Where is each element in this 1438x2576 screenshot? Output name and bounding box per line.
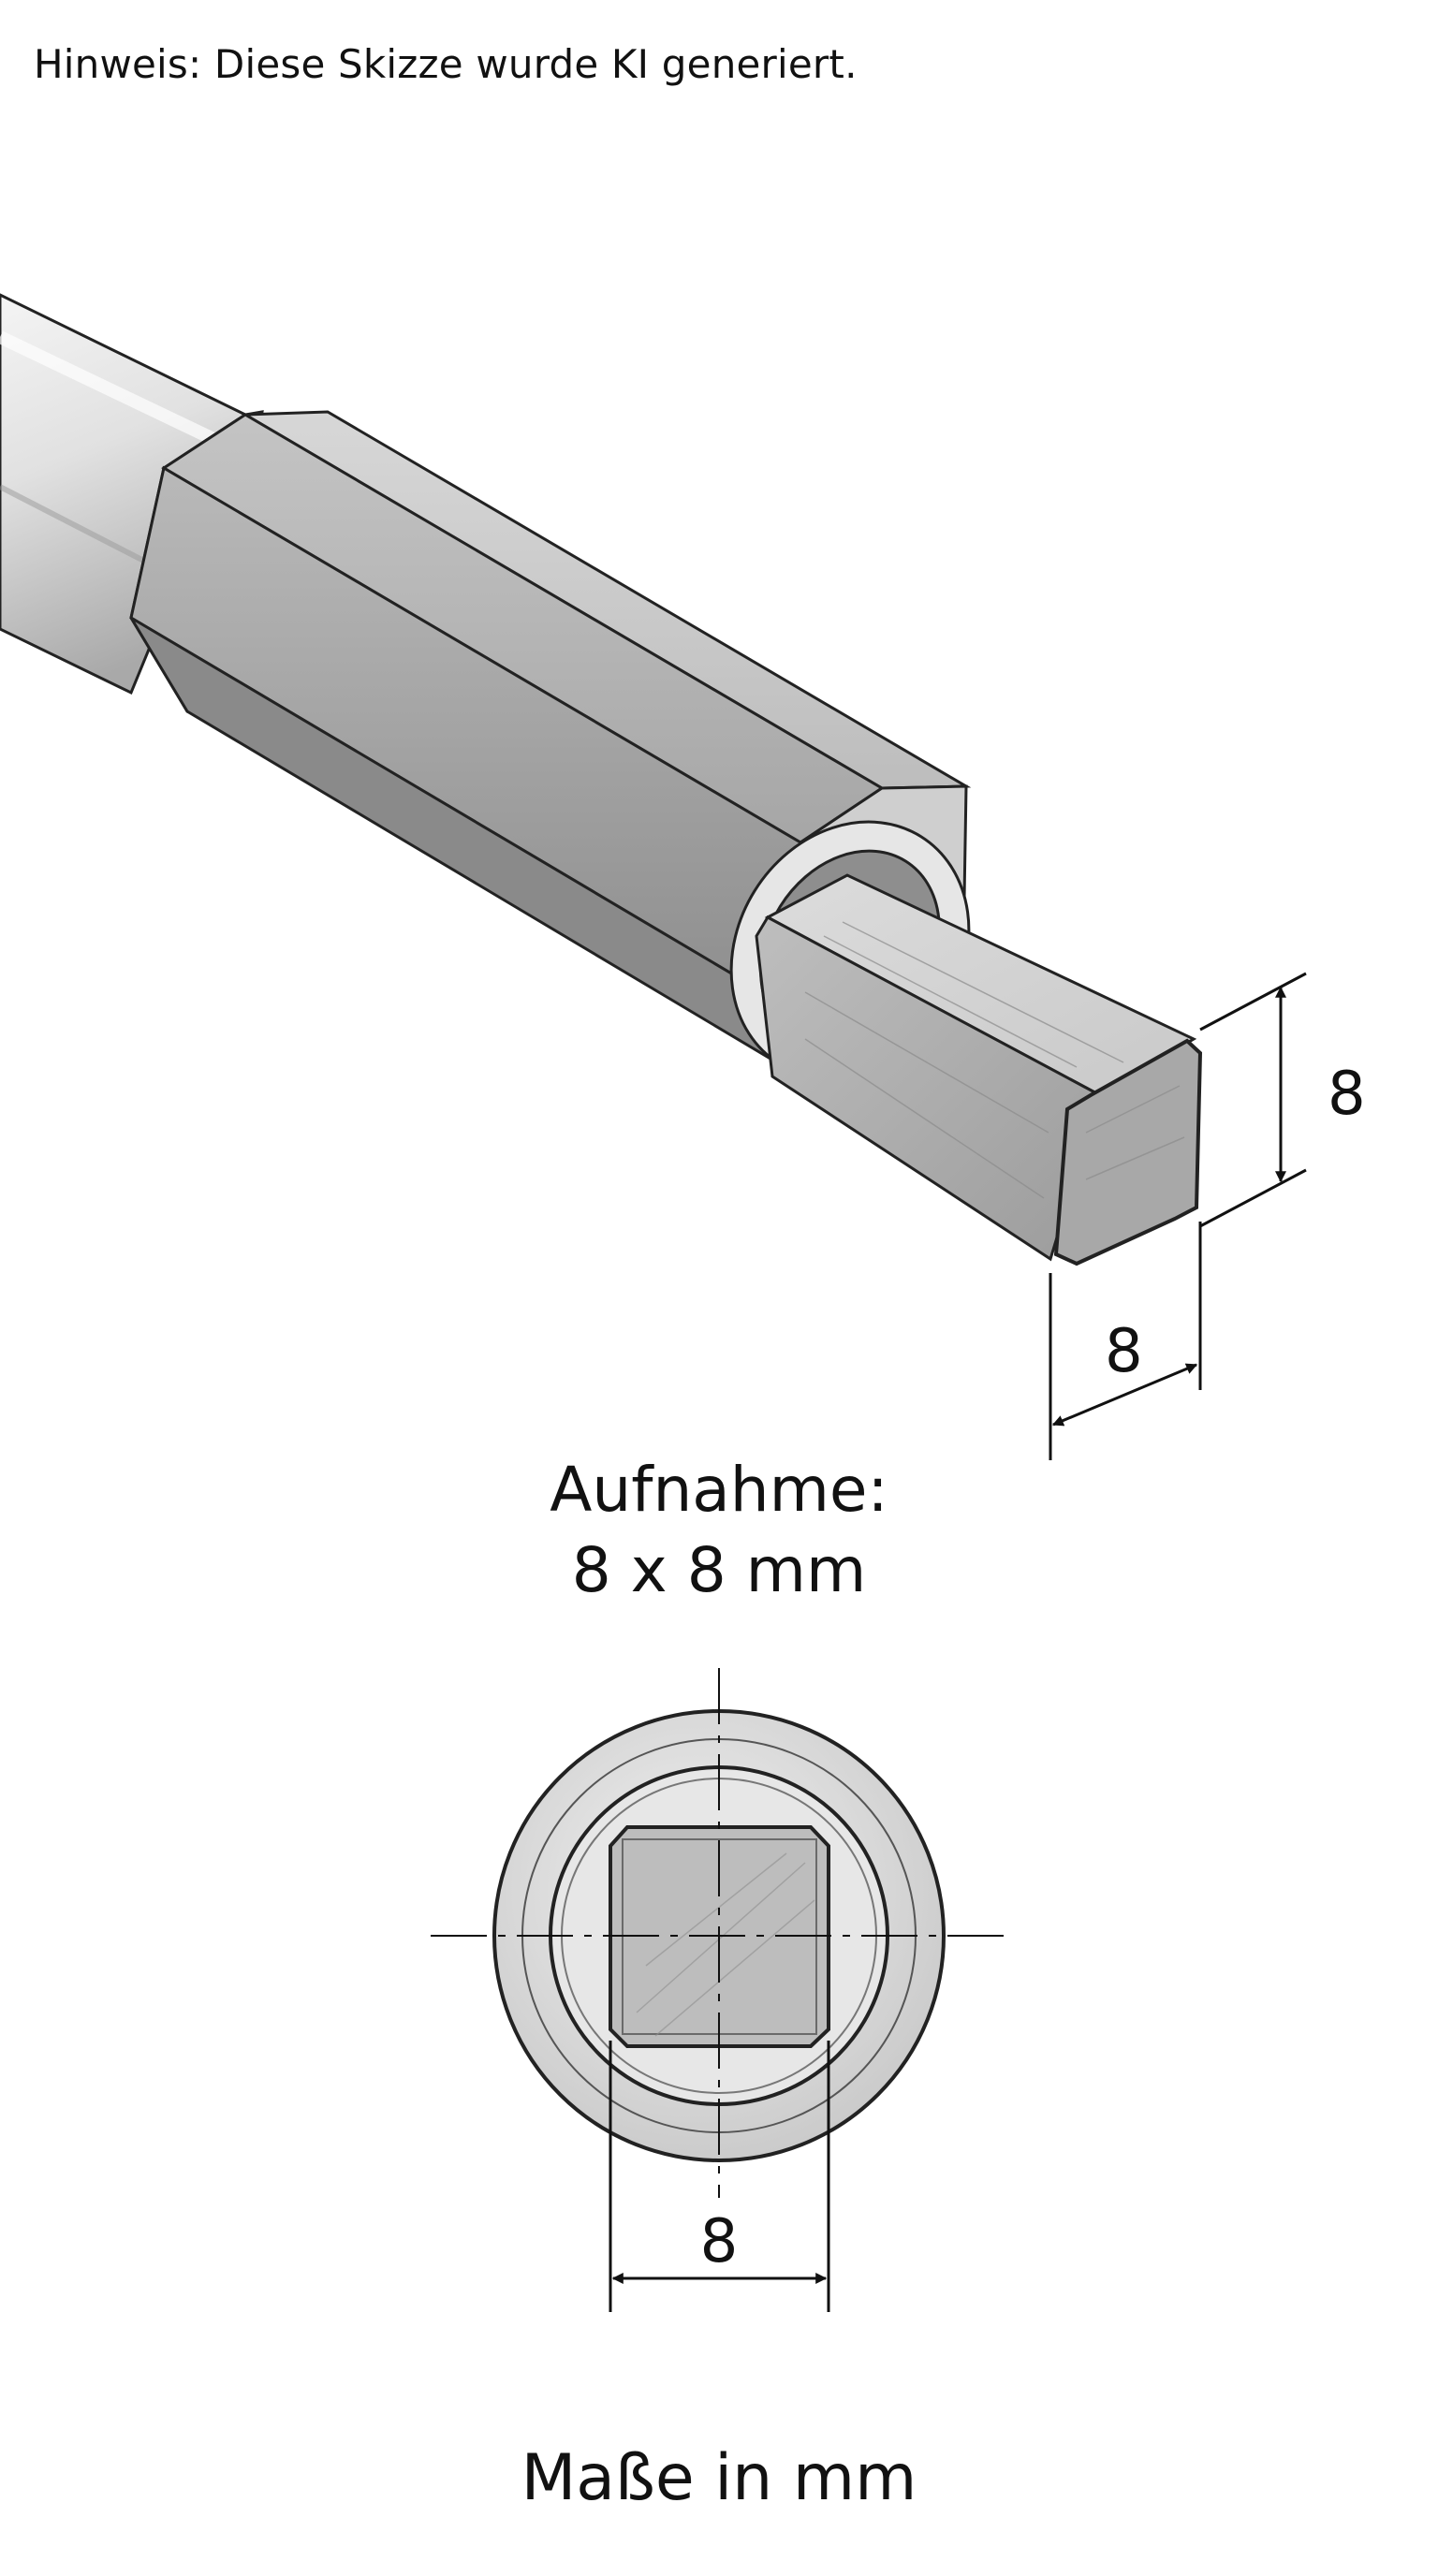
front-dimension-label: 8: [700, 2207, 739, 2276]
caption-size: 8 x 8 mm: [571, 1534, 867, 1606]
front-view: [431, 1668, 1007, 2198]
ai-generated-note: Hinweis: Diese Skizze wurde KI generiert…: [34, 41, 858, 87]
square-shaft: [755, 873, 1203, 1266]
caption-title: Aufnahme:: [550, 1454, 888, 1526]
height-dimension-label: 8: [1328, 1060, 1366, 1129]
units-footer: Maße in mm: [521, 2441, 917, 2515]
width-dimension-label: 8: [1105, 1317, 1143, 1386]
height-dimension: [1199, 972, 1307, 1228]
width-dimension: [1049, 1222, 1202, 1460]
round-rod: [0, 293, 247, 695]
front-dimension: [609, 2041, 830, 2312]
